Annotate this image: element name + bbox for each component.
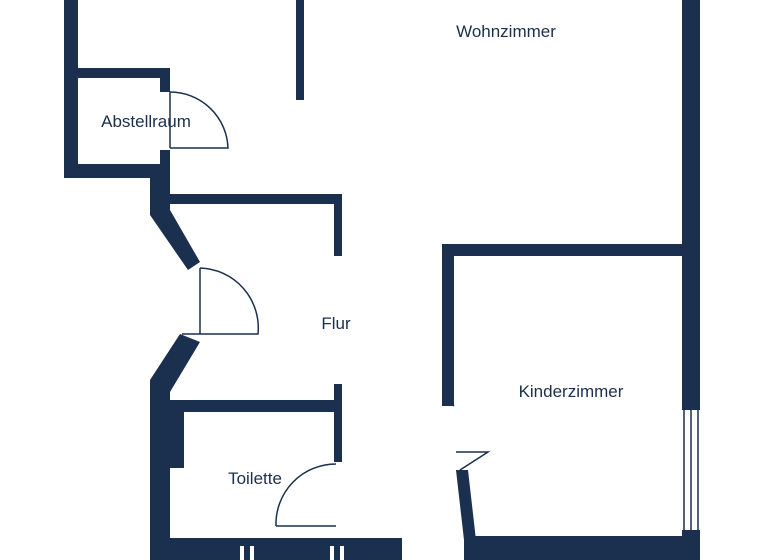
wall (160, 150, 170, 178)
wall (464, 536, 700, 560)
room-labels: Wohnzimmer Abstellraum Flur Kinderzimmer… (101, 22, 624, 488)
wall (442, 244, 454, 406)
door-toilette (275, 463, 337, 527)
label-kinderzimmer: Kinderzimmer (519, 382, 624, 401)
wall (150, 334, 200, 560)
door-flur (182, 267, 260, 335)
label-abstellraum: Abstellraum (101, 112, 191, 131)
wall (334, 384, 342, 462)
wall (64, 0, 78, 178)
wall (442, 244, 700, 256)
wall (170, 400, 342, 412)
wall (682, 0, 700, 410)
label-toilette: Toilette (228, 469, 282, 488)
wall (170, 400, 184, 468)
doors (169, 91, 491, 527)
bottom-windows (240, 546, 344, 560)
wall (296, 0, 304, 100)
label-flur: Flur (321, 314, 351, 333)
kinderzimmer-window (682, 410, 700, 530)
walls (64, 0, 700, 560)
label-wohnzimmer: Wohnzimmer (456, 22, 556, 41)
wall (150, 178, 200, 270)
door-abstellraum (169, 91, 229, 149)
wall (160, 68, 170, 92)
door-kinderzimmer (445, 399, 491, 471)
wall (64, 164, 170, 178)
wall (456, 470, 476, 540)
wall (78, 68, 170, 78)
wall (170, 194, 342, 204)
wall (170, 538, 402, 560)
wall (334, 194, 342, 256)
